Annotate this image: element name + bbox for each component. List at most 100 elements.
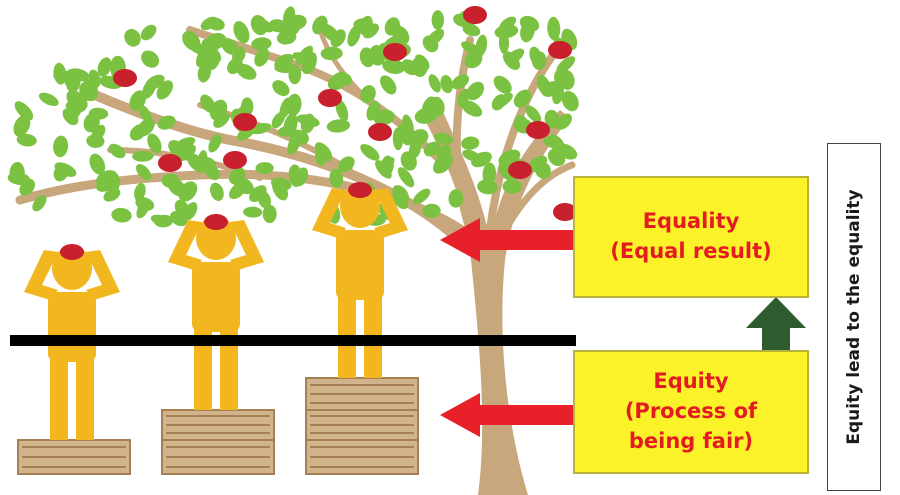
leaf (111, 207, 132, 223)
leaf (414, 107, 438, 124)
equity-subtitle-2: being fair) (628, 428, 754, 453)
leaf (197, 62, 212, 83)
apple-in-hand (60, 244, 84, 260)
leaf (66, 89, 85, 110)
leaf (250, 15, 268, 36)
leaf (360, 85, 376, 104)
leaf (124, 28, 141, 47)
apple (233, 113, 257, 131)
leaf (210, 182, 224, 201)
leaf (466, 81, 485, 101)
apple (508, 161, 532, 179)
leaf (276, 30, 297, 45)
equity-box: Equity (Process of being fair) (573, 350, 809, 474)
leaf (16, 133, 37, 147)
leaf (462, 23, 481, 37)
leaf (461, 100, 483, 117)
leaf (229, 181, 247, 200)
leaf (257, 190, 271, 209)
leaf (502, 51, 521, 71)
leaf (200, 94, 216, 113)
tree-leaves (7, 6, 579, 228)
equality-box: Equality (Equal result) (573, 176, 809, 298)
leaf (314, 142, 333, 162)
leaf (556, 113, 572, 130)
apple (526, 121, 550, 139)
apple (318, 89, 342, 107)
leaf (240, 97, 254, 116)
leaf (187, 41, 208, 55)
leaf (296, 114, 320, 127)
leaf (147, 133, 162, 154)
leaf (434, 132, 454, 145)
leaf (271, 111, 285, 129)
leaf (53, 162, 70, 182)
leaf (13, 114, 31, 137)
leaf (552, 84, 565, 105)
leaf (262, 204, 277, 224)
leaf (409, 129, 429, 146)
leaf (451, 74, 470, 90)
leaf (415, 54, 430, 71)
leaf (288, 64, 302, 85)
leaf (382, 58, 405, 74)
leaf (175, 144, 197, 162)
apple (223, 151, 247, 169)
leaf (360, 144, 380, 161)
leaf (561, 90, 579, 112)
leaf (157, 115, 176, 130)
apple (463, 6, 487, 24)
side-label: Equity lead to the equality (844, 189, 864, 445)
leaf (270, 177, 292, 191)
leaf (494, 24, 519, 39)
leaf (347, 25, 361, 47)
leaf (167, 177, 187, 197)
leaf (366, 100, 381, 121)
equity-arrow (440, 393, 575, 437)
equality-title: Equality (642, 209, 740, 234)
equity-subtitle-1: (Process of (624, 399, 758, 424)
leaf (296, 45, 314, 65)
leaf (556, 56, 576, 73)
leaf (335, 99, 349, 122)
leaf (380, 75, 397, 95)
leaf (243, 206, 263, 218)
leaf (205, 32, 227, 50)
leaf (104, 171, 121, 194)
leaf (213, 112, 230, 128)
leaf (502, 179, 522, 194)
apple (113, 69, 137, 87)
leaf (338, 156, 355, 173)
apple (383, 43, 407, 61)
leaf (359, 47, 375, 68)
leaf (183, 202, 198, 221)
leaf (428, 74, 441, 93)
leaf (519, 15, 540, 32)
leaf (493, 75, 512, 94)
leaf (272, 80, 290, 97)
leaf (138, 104, 152, 123)
leaf (525, 105, 542, 123)
leaf (97, 57, 112, 77)
crate-person-1 (17, 439, 131, 475)
leaf (436, 144, 452, 165)
leaf (79, 81, 95, 101)
leaf (471, 151, 492, 168)
leaf (312, 15, 328, 35)
leaf (329, 168, 344, 188)
leaf (477, 179, 498, 195)
leaf (544, 109, 560, 129)
leaf (392, 185, 410, 204)
leaf (19, 178, 35, 196)
leaf (32, 195, 47, 212)
leaf (412, 188, 431, 205)
leaf (208, 134, 222, 153)
leaf (38, 92, 59, 106)
leaf (88, 69, 101, 89)
leaf (154, 214, 174, 228)
crate-stack (17, 377, 419, 475)
leaf (66, 74, 81, 93)
leaf (137, 118, 155, 137)
